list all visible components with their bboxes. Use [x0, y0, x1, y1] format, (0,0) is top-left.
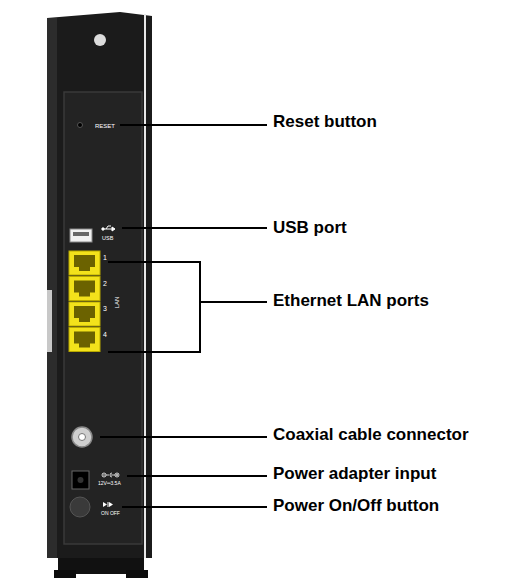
port-socket	[74, 306, 95, 322]
panel-label: LAN	[115, 296, 122, 308]
ethernet-port	[69, 328, 100, 352]
port-socket	[74, 332, 95, 348]
port-socket	[74, 255, 95, 271]
power-jack	[72, 471, 89, 489]
coax-connector	[72, 427, 92, 447]
usb-symbol	[102, 226, 115, 231]
panel-label: RESET	[95, 123, 115, 130]
port-socket	[74, 281, 95, 297]
coax-pin	[79, 434, 86, 441]
port-number: 3	[103, 305, 107, 313]
port-number: 4	[103, 331, 107, 339]
top-hole	[94, 34, 106, 46]
usb-tongue	[73, 232, 89, 236]
reset-hole	[78, 123, 83, 128]
ethernet-port	[69, 277, 100, 301]
ethernet-port	[69, 251, 100, 275]
callout-label: Power adapter input	[273, 464, 436, 484]
stand-foot	[54, 570, 76, 578]
power-button	[70, 497, 90, 517]
rating-label: 12V═3.5A	[98, 481, 121, 487]
callout-label: Coaxial cable connector	[273, 425, 469, 445]
leader-lines	[100, 125, 267, 507]
port-number: 1	[103, 254, 107, 262]
callout-label: Power On/Off button	[273, 496, 439, 516]
usb-port	[70, 229, 92, 242]
callout-label: USB port	[273, 218, 347, 238]
side-slot	[47, 290, 52, 352]
body-edge	[47, 18, 57, 558]
stand-foot	[126, 570, 148, 578]
ethernet-ports	[69, 251, 100, 352]
power-button-symbol	[103, 502, 113, 507]
panel-label: ON OFF	[101, 511, 120, 517]
port-number: 2	[103, 280, 107, 288]
panel-label: USB	[102, 235, 113, 241]
callout-label: Ethernet LAN ports	[273, 291, 429, 311]
callout-label: Reset button	[273, 112, 377, 132]
polarity-symbol	[102, 473, 119, 477]
ethernet-port	[69, 302, 100, 326]
power-jack-pin	[78, 477, 84, 483]
